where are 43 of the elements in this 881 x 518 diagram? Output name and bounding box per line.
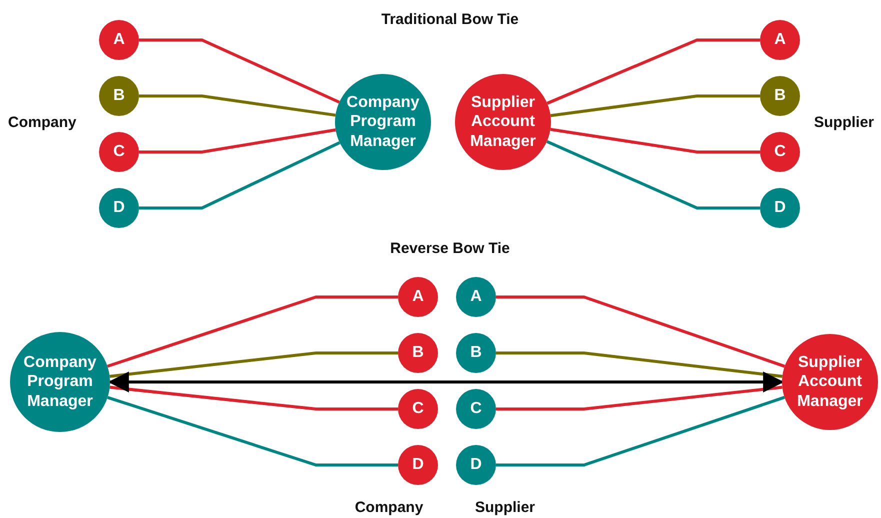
letter-circle: D <box>99 188 139 228</box>
section-title: Reverse Bow Tie <box>390 240 510 257</box>
double-arrow <box>108 372 784 392</box>
connector-line <box>139 94 336 117</box>
letter-circle: A <box>760 20 800 60</box>
side-label: Supplier <box>814 114 874 131</box>
letter-circle: B <box>456 333 496 373</box>
connector-line <box>496 296 786 368</box>
connector-line <box>496 396 785 466</box>
side-label: Company <box>8 114 76 131</box>
role-circle: Company Program Manager <box>10 332 110 432</box>
section-title: Traditional Bow Tie <box>381 11 519 28</box>
role-circle: Supplier Account Manager <box>455 74 551 170</box>
connector-line <box>139 38 340 104</box>
letter-circle: B <box>760 76 800 116</box>
connector-line <box>496 386 782 410</box>
connector-line <box>106 296 398 368</box>
side-label: Company <box>354 499 424 516</box>
letter-circle: B <box>99 76 139 116</box>
letter-circle: D <box>398 445 438 485</box>
letter-circle: C <box>99 132 139 172</box>
role-circle: Company Program Manager <box>335 74 431 170</box>
letter-circle: A <box>456 277 496 317</box>
letter-circle: C <box>760 132 800 172</box>
letter-circle: A <box>398 277 438 317</box>
connector-line <box>110 352 398 378</box>
connector-line <box>546 140 760 210</box>
connector-line <box>139 141 340 210</box>
letter-circle: B <box>398 333 438 373</box>
letter-circle: C <box>456 389 496 429</box>
letter-circle: A <box>99 20 139 60</box>
side-label: Supplier <box>475 499 535 516</box>
connector-line <box>139 128 336 154</box>
connector-line <box>496 352 782 378</box>
letter-circle: D <box>456 445 496 485</box>
letter-circle: D <box>760 188 800 228</box>
connector-line <box>546 38 760 105</box>
letter-circle: C <box>398 389 438 429</box>
connector-line <box>550 128 760 154</box>
connector-line <box>550 94 760 118</box>
role-circle: Supplier Account Manager <box>782 334 878 430</box>
connector-line <box>110 386 398 410</box>
connector-line <box>107 396 398 466</box>
